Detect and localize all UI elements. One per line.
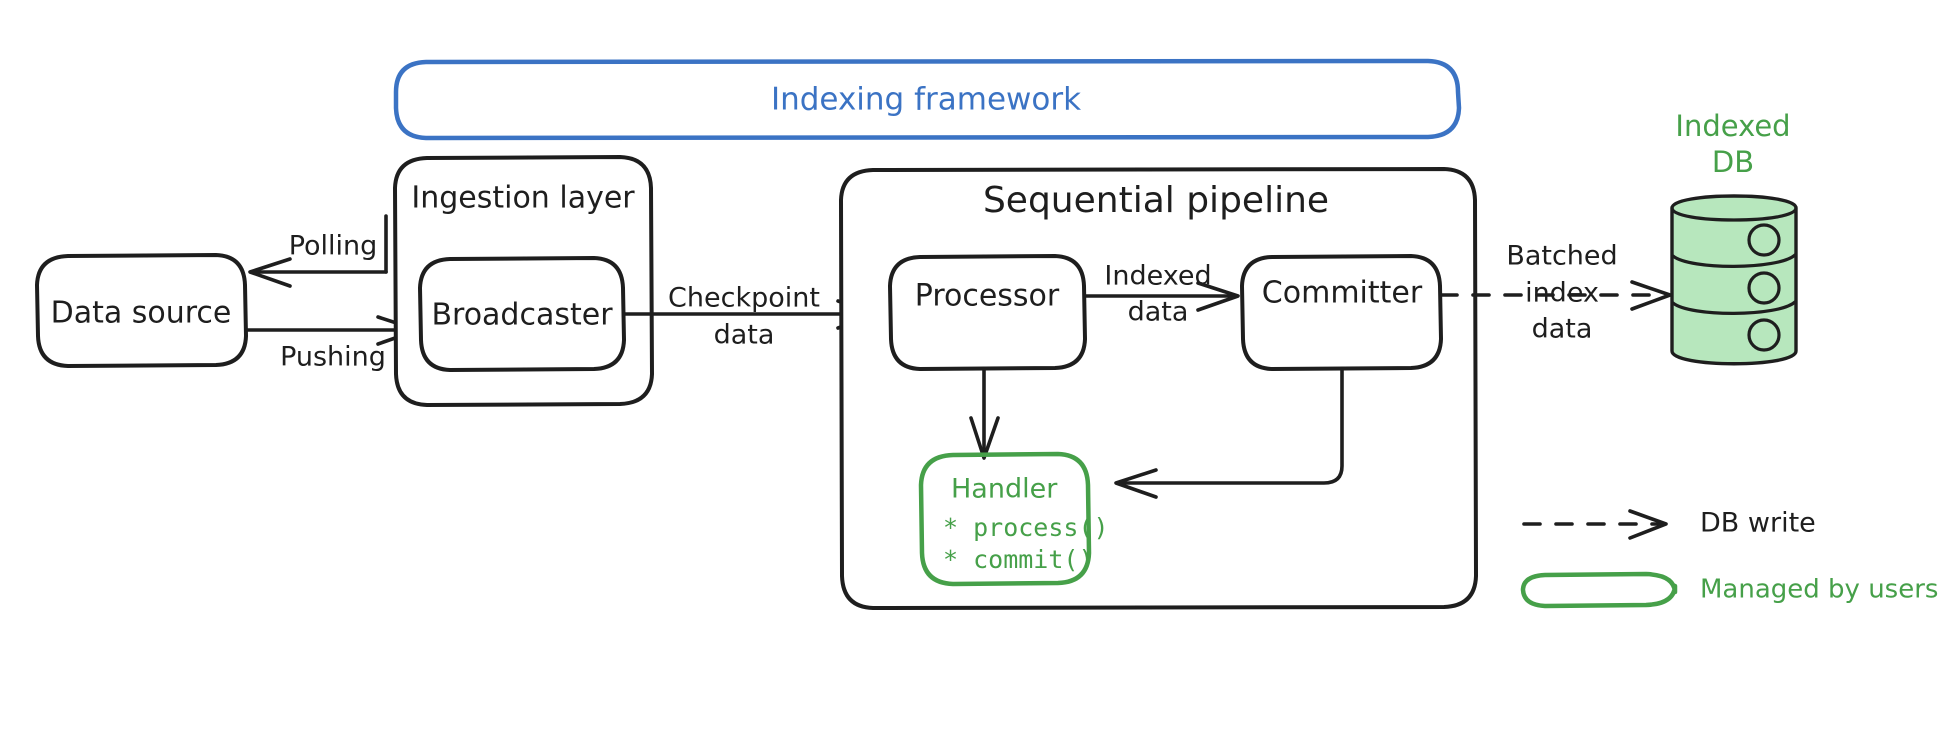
legend-label-managed-by-users: Managed by users	[1700, 575, 1938, 605]
batched-index-data-label-line2: index	[1525, 278, 1599, 309]
processor-node[interactable]: Processor	[888, 254, 1087, 371]
legend-arrow-icon	[1628, 509, 1668, 540]
data-source-label: Data source	[51, 296, 232, 331]
edge-polling: Polling	[248, 214, 388, 288]
indexed-data-label-line2: data	[1128, 297, 1189, 328]
edge-pushing: Pushing	[246, 315, 420, 373]
committer-node[interactable]: Committer	[1240, 254, 1443, 371]
indexing-framework-frame: Indexing framework	[393, 58, 1462, 141]
sequential-pipeline-container[interactable]: Sequential pipeline	[839, 167, 1478, 610]
db-indicator-2	[1747, 271, 1781, 305]
ingestion-layer-label: Ingestion layer	[411, 181, 635, 216]
db-divider-1	[1671, 253, 1797, 268]
checkpoint-data-label-line1: Checkpoint	[668, 283, 820, 314]
data-source-node[interactable]: Data source	[35, 253, 248, 368]
legend-green-box-icon	[1520, 571, 1678, 609]
legend: DB write Managed by users	[1520, 508, 1938, 609]
committer-label: Committer	[1262, 276, 1423, 311]
batched-index-data-label-line3: data	[1532, 314, 1593, 345]
broadcaster-label: Broadcaster	[431, 298, 613, 333]
handler-method-commit: * commit()	[943, 545, 1094, 574]
legend-item-db-write: DB write	[1522, 508, 1816, 540]
handler-node[interactable]: Handler * process() * commit()	[918, 451, 1109, 587]
edge-checkpoint-data: Checkpoint data	[622, 283, 880, 351]
db-indicator-3	[1747, 318, 1781, 352]
broadcaster-node[interactable]: Broadcaster	[418, 256, 626, 372]
batched-index-data-label-line1: Batched	[1506, 241, 1617, 272]
handler-method-process: * process()	[943, 513, 1109, 542]
legend-label-db-write: DB write	[1700, 508, 1816, 539]
polling-label: Polling	[289, 231, 378, 262]
edge-batched-index-data: Batched index data	[1439, 241, 1672, 345]
processor-label: Processor	[915, 279, 1060, 314]
edge-processor-to-handler	[969, 367, 1000, 460]
edge-indexed-data: Indexed data	[1083, 261, 1240, 328]
edge-committer-to-handler	[1114, 367, 1344, 499]
indexed-db-node[interactable]: Indexed DB	[1670, 109, 1798, 366]
db-cylinder-body	[1670, 194, 1798, 366]
indexed-db-label-line2: DB	[1712, 145, 1754, 179]
db-indicator-1	[1747, 223, 1781, 257]
handler-label: Handler	[951, 474, 1058, 505]
legend-item-managed-by-users: Managed by users	[1520, 571, 1938, 609]
pushing-label: Pushing	[280, 342, 386, 373]
indexed-db-label-line1: Indexed	[1675, 109, 1790, 143]
checkpoint-data-label-line2: data	[714, 320, 775, 351]
indexed-data-label-line1: Indexed	[1104, 261, 1211, 292]
sequential-pipeline-label: Sequential pipeline	[983, 180, 1329, 221]
indexing-framework-label: Indexing framework	[771, 82, 1081, 118]
db-top-ellipse	[1670, 206, 1798, 222]
db-divider-2	[1671, 300, 1797, 315]
